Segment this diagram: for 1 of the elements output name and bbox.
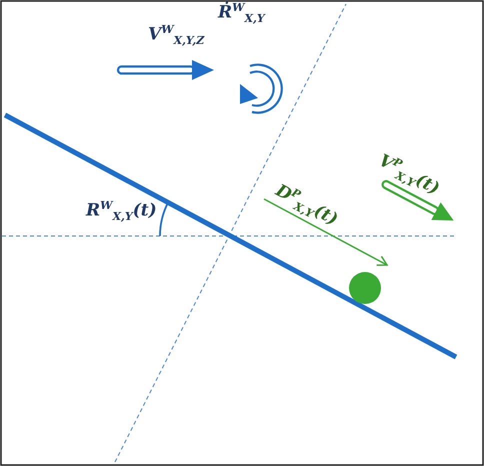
math-label: R$^{W}$$_{X,Y}$(t) [86, 200, 157, 222]
